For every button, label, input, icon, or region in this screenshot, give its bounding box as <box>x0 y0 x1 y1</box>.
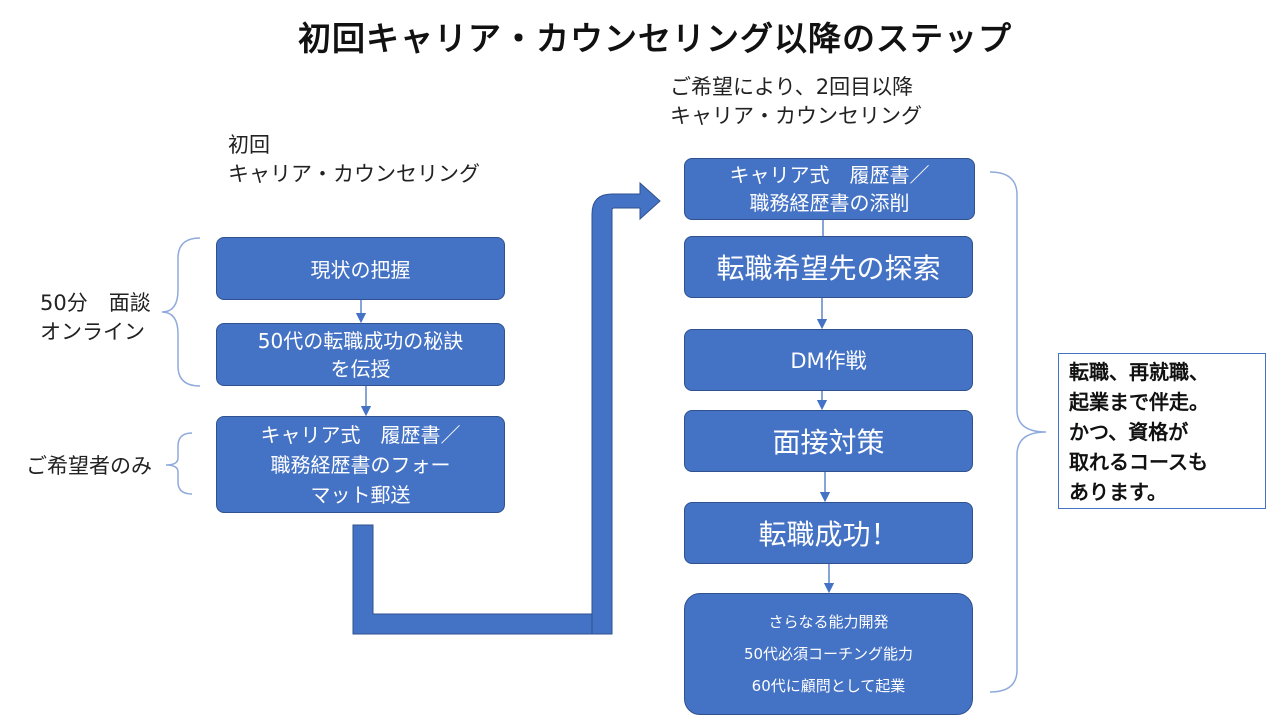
step-resume-review: キャリア式 履歴書／ 職務経歴書の添削 <box>684 158 975 220</box>
step-dm-strategy: DM作戦 <box>684 329 973 391</box>
step-search-target: 転職希望先の探索 <box>684 236 973 298</box>
step-current-status: 現状の把握 <box>216 237 505 300</box>
page-title: 初回キャリア・カウンセリング以降のステップ <box>298 19 1012 58</box>
big-bent-arrow <box>352 181 661 635</box>
step-format-mailing: キャリア式 履歴書／ 職務経歴書のフォー マット郵送 <box>216 416 505 513</box>
initial-counseling-heading: 初回 キャリア・カウンセリング <box>228 133 480 186</box>
final-line-3: 60代に顧問として起業 <box>751 677 906 695</box>
final-line-2: 50代必須コーチング能力 <box>743 645 914 663</box>
final-line-1: さらなる能力開発 <box>768 613 889 631</box>
further-development-box: さらなる能力開発 50代必須コーチング能力 60代に顧問として起業 <box>684 593 973 715</box>
interview-duration-label: 50分 面談 オンライン <box>40 291 151 344</box>
optional-label: ご希望者のみ <box>26 454 152 478</box>
bracket-interview <box>161 237 201 387</box>
step-interview-prep: 面接対策 <box>684 410 973 472</box>
step-secrets: 50代の転職成功の秘訣 を伝授 <box>216 323 505 386</box>
second-counseling-heading: ご希望により、2回目以降 キャリア・カウンセリング <box>670 75 922 128</box>
bracket-right-flow <box>989 171 1047 693</box>
step-job-success: 転職成功！ <box>684 502 973 564</box>
bracket-optional <box>165 432 193 495</box>
support-note: 転職、再就職、 起業まで伴走。 かつ、資格が 取れるコースも あります。 <box>1058 353 1266 509</box>
